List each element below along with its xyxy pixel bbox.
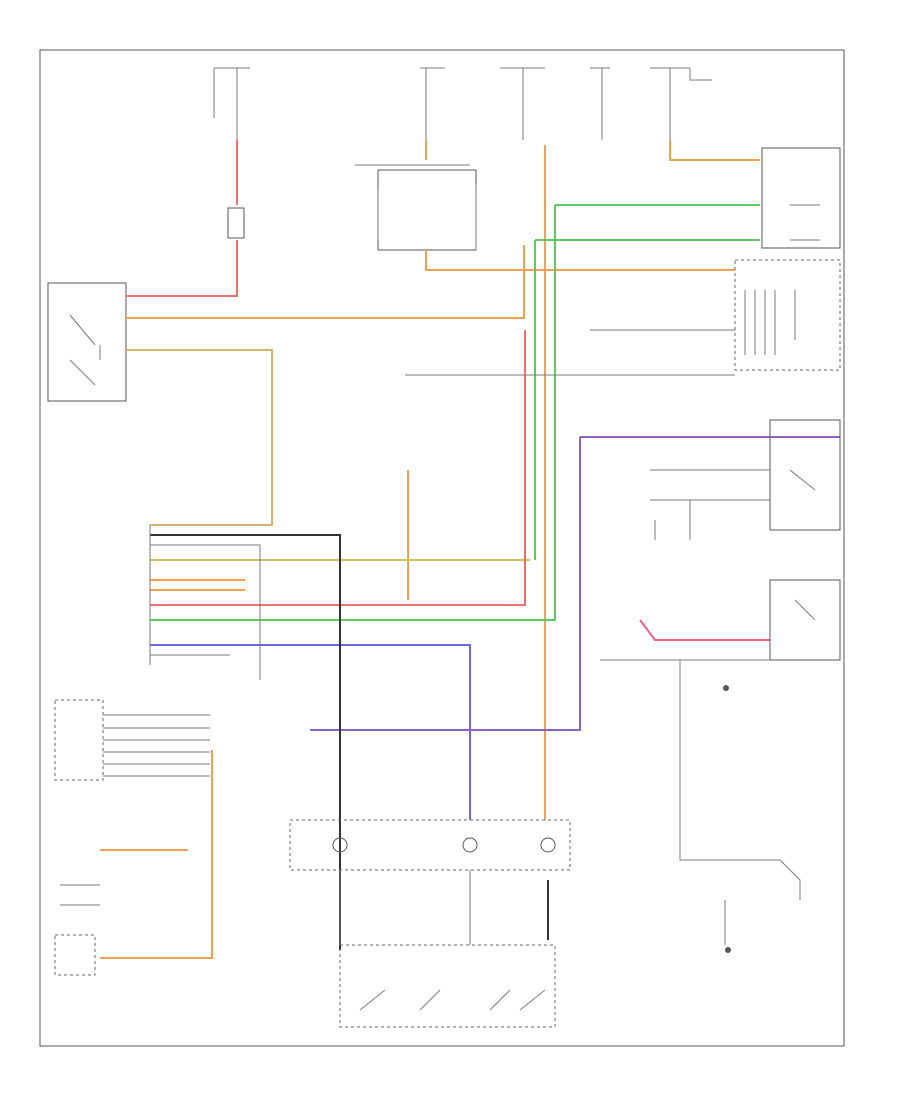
left-relay-contacts bbox=[69, 314, 101, 386]
left-bottom-switch bbox=[54, 934, 96, 976]
cruise-actuator-box bbox=[289, 819, 571, 871]
purple-vertical bbox=[310, 437, 581, 731]
actuator-coil-3 bbox=[540, 837, 556, 853]
ground-point-right bbox=[723, 685, 729, 691]
fuse-feed-4 bbox=[590, 67, 610, 140]
left-relay-box bbox=[47, 282, 127, 402]
fuse-feed-3 bbox=[500, 67, 545, 140]
top-fuse-row bbox=[213, 67, 712, 140]
left-bottom-switch-wires bbox=[60, 884, 100, 906]
orange-line-top-right bbox=[669, 140, 760, 161]
orange-line-upper bbox=[126, 245, 525, 319]
fuse-feed-5 bbox=[650, 67, 690, 140]
grey-line-ecu bbox=[150, 544, 261, 680]
right-module-feeds bbox=[590, 329, 735, 376]
bottom-switch-panel bbox=[339, 944, 556, 1028]
right-module-pins bbox=[744, 290, 796, 355]
red-feed-lower bbox=[126, 240, 238, 297]
tan-loop-left bbox=[126, 349, 273, 526]
pink-line-right bbox=[639, 619, 770, 641]
left-lower-connector bbox=[54, 699, 104, 781]
fuse-feed-1 bbox=[213, 67, 250, 140]
right-relay-lower-contact bbox=[794, 599, 816, 621]
right-switch-contacts-top bbox=[790, 204, 820, 241]
right-relay-mid-wires bbox=[650, 469, 770, 540]
right-relay-mid bbox=[769, 419, 841, 531]
fusible-link bbox=[227, 207, 245, 239]
center-junction-box bbox=[377, 169, 477, 251]
orange-line-right bbox=[425, 250, 735, 271]
right-module-box bbox=[734, 259, 841, 371]
left-lower-connector-wires bbox=[103, 714, 210, 777]
red-line-mid bbox=[150, 330, 526, 606]
bottom-switch-contacts bbox=[359, 989, 546, 1011]
right-relay-mid-contact bbox=[789, 469, 816, 491]
right-switch-box-top bbox=[761, 147, 841, 249]
actuator-coil-1 bbox=[332, 837, 348, 853]
actuator-output-wires bbox=[339, 870, 549, 945]
orange-left-bottom bbox=[100, 750, 213, 959]
green-line-lower bbox=[150, 205, 556, 621]
fuse-feed-6 bbox=[689, 68, 712, 81]
fuse-feed-2 bbox=[420, 67, 445, 140]
center-junction-wires bbox=[355, 164, 477, 250]
actuator-coil-2 bbox=[462, 837, 478, 853]
right-bottom-switch bbox=[679, 660, 801, 900]
orange-connector-left bbox=[150, 579, 245, 591]
blue-line bbox=[150, 644, 471, 820]
black-line-main bbox=[150, 534, 341, 950]
diagram-frame bbox=[39, 49, 845, 1047]
right-relay-lower bbox=[769, 579, 841, 661]
ground-point-bottom-right bbox=[725, 947, 731, 953]
